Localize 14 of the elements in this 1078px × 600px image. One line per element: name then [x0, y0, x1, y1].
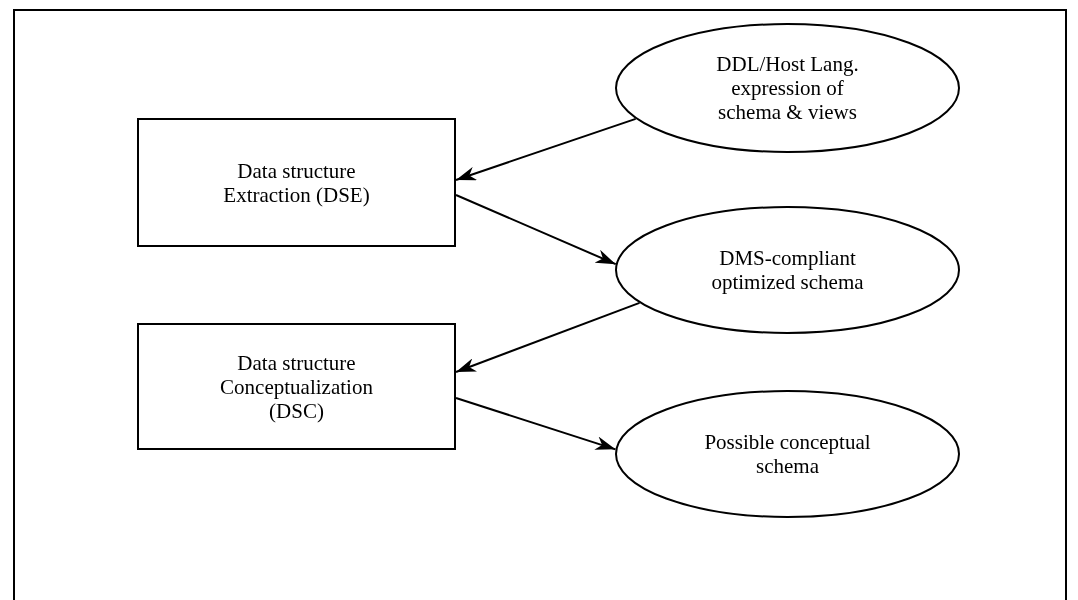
data-ellipse	[615, 390, 960, 518]
arrow	[455, 194, 617, 266]
process-box	[137, 323, 456, 450]
data-ellipse	[615, 206, 960, 334]
node-label: DDL/Host Lang. expression of schema & views	[715, 52, 860, 124]
node-label: DMS-compliant optimized schema	[710, 246, 865, 294]
node-label: Data structure Extraction (DSE)	[222, 158, 371, 207]
arrow	[455, 117, 637, 181]
node-label: Data structure Conceptualization (DSC)	[219, 350, 374, 423]
data-ellipse	[615, 23, 960, 153]
process-box	[137, 118, 456, 247]
arrow	[455, 397, 617, 451]
node-label: Possible conceptual schema	[703, 430, 872, 478]
arrow	[455, 301, 641, 373]
